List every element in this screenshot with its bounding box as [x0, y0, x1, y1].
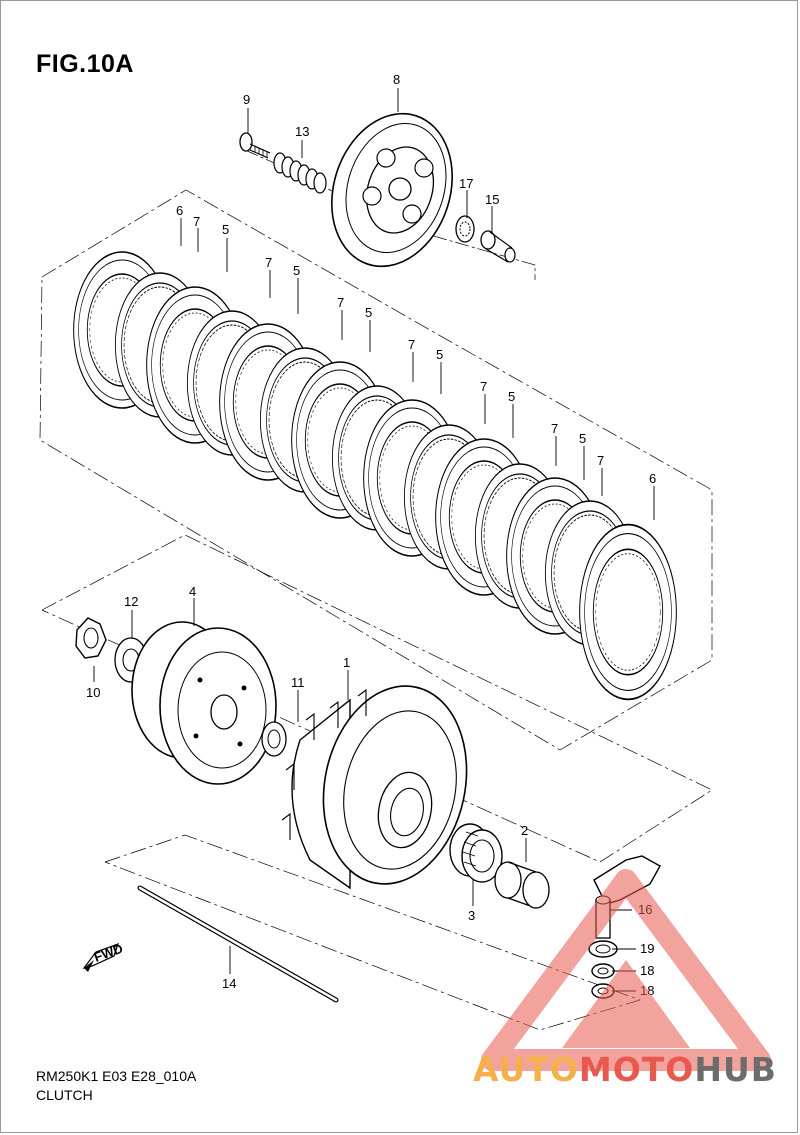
- spring-part-13: [273, 152, 327, 194]
- figure-title: FIG.10A: [36, 50, 134, 78]
- callout-13: 13: [295, 124, 309, 139]
- leader-lines: [93, 88, 655, 992]
- callout-5: 5: [222, 222, 229, 237]
- callout-7: 7: [597, 453, 604, 468]
- bushing-part-18: [591, 963, 615, 979]
- friction-plate-part-6: [578, 523, 678, 701]
- callout-15: 15: [485, 192, 499, 207]
- callout-4: 4: [189, 584, 196, 599]
- callout-12: 12: [124, 594, 138, 609]
- needle-bearing-part-3: [449, 823, 503, 883]
- callout-1: 1: [343, 655, 350, 670]
- callout-5: 5: [436, 347, 443, 362]
- callout-14: 14: [222, 976, 236, 991]
- spacer-part-2: [494, 861, 550, 909]
- callout-6: 6: [649, 471, 656, 486]
- callout-3: 3: [468, 908, 475, 923]
- bolt-part-9: [239, 132, 271, 159]
- callout-5: 5: [365, 305, 372, 320]
- callout-7: 7: [408, 337, 415, 352]
- clutch-housing-part-1: [281, 685, 468, 890]
- figure-caption: CLUTCH: [36, 1087, 93, 1103]
- callout-18: 18: [640, 963, 654, 978]
- nut-part-10: [75, 617, 107, 659]
- callout-6: 6: [176, 203, 183, 218]
- callout-5: 5: [508, 389, 515, 404]
- figure-code: RM250K1 E03 E28_010A: [36, 1068, 197, 1084]
- watermark-part-auto: AUTO: [473, 1050, 579, 1089]
- fwd-label: FWD: [92, 941, 125, 965]
- watermark-part-moto: MOTO: [578, 1050, 695, 1089]
- callout-9: 9: [243, 92, 250, 107]
- callout-19: 19: [640, 941, 654, 956]
- callout-5: 5: [293, 263, 300, 278]
- callout-10: 10: [86, 685, 100, 700]
- watermark-logo: [481, 869, 771, 1071]
- callout-7: 7: [337, 295, 344, 310]
- callout-8: 8: [393, 72, 400, 87]
- bearing-part-17: [455, 215, 475, 243]
- callout-7: 7: [193, 214, 200, 229]
- hub-housing-group: [41, 534, 713, 909]
- oil-seal-part-19: [588, 940, 618, 958]
- callout-7: 7: [480, 379, 487, 394]
- watermark-wordmark: AUTOMOTOHUB: [473, 1050, 777, 1089]
- clutch-hub-part-4: [131, 621, 277, 785]
- fwd-arrow-icon: FWD: [82, 941, 125, 972]
- push-rod-part-14: [137, 885, 339, 1003]
- callout-17: 17: [459, 176, 473, 191]
- push-piece-part-15: [480, 230, 516, 263]
- plate-stack-group: [39, 189, 713, 751]
- callout-5: 5: [579, 431, 586, 446]
- callout-7: 7: [265, 255, 272, 270]
- pressure-plate-group: [239, 112, 536, 280]
- callout-labels: 9 13 8 17 15 6 7 5 7 5 7 5 7 5 7 5 7 5 7…: [86, 72, 656, 998]
- watermark-part-hub: HUB: [694, 1050, 777, 1089]
- callout-2: 2: [521, 823, 528, 838]
- callout-11: 11: [291, 675, 305, 690]
- callout-7: 7: [551, 421, 558, 436]
- pressure-plate-part-8: [331, 112, 453, 268]
- washer-part-11: [261, 721, 287, 757]
